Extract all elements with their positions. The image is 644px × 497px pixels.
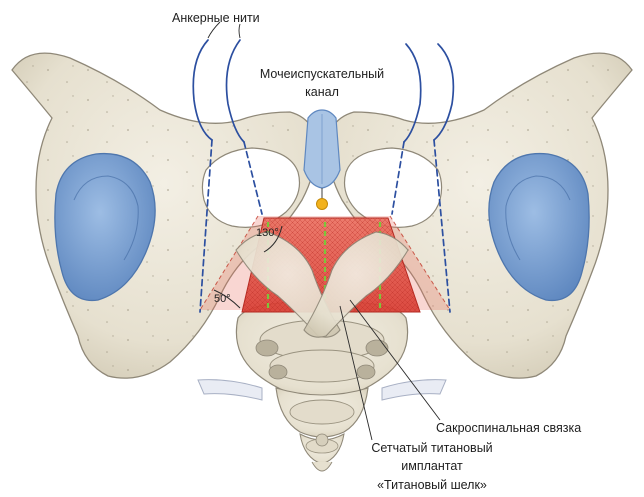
sacrospinous-label: Сакроспинальная связка — [436, 421, 581, 435]
implant-label-line3: «Титановый шелк» — [377, 478, 487, 492]
implant-label-line2: имплантат — [401, 459, 463, 473]
urethra-label-line1: Мочеиспускательный — [260, 67, 384, 81]
angle-upper-label: 130° — [256, 227, 279, 239]
urethra-label-line2: канал — [305, 85, 339, 99]
pubic-symphysis — [304, 110, 340, 188]
anchor-threads-label: Анкерные нити — [172, 11, 260, 25]
implant-label-line1: Сетчатый титановый — [371, 441, 492, 455]
angle-lower-label: 50° — [214, 293, 231, 305]
urethra-marker — [317, 199, 328, 210]
